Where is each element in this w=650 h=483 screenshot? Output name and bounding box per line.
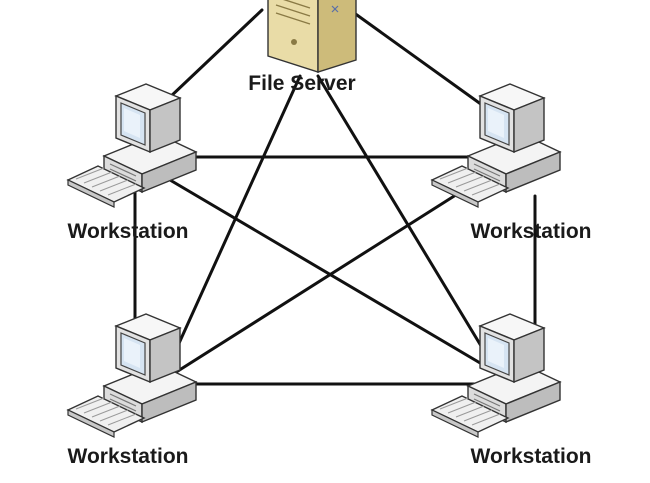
links-layer xyxy=(133,8,537,386)
link-ws-top-right-to-ws-bottom-left xyxy=(168,184,472,378)
link-file-server-to-ws-bottom-left xyxy=(164,74,302,374)
workstation-label-top-right: Workstation xyxy=(471,220,592,243)
ws-top-right-computer-icon xyxy=(431,83,561,208)
link-file-server-to-ws-top-right xyxy=(348,8,505,122)
ws-bottom-right-computer-icon xyxy=(431,313,561,438)
nodes-layer xyxy=(67,0,561,438)
workstation-label-top-left: Workstation xyxy=(68,220,189,243)
workstation-label-bottom-left: Workstation xyxy=(68,445,189,468)
file-server-icon xyxy=(267,0,357,73)
workstation-label-bottom-right: Workstation xyxy=(471,445,592,468)
ws-bottom-left-computer-icon xyxy=(67,313,197,438)
ws-top-left-computer-icon xyxy=(67,83,197,208)
file-server-label: File Server xyxy=(248,72,355,95)
